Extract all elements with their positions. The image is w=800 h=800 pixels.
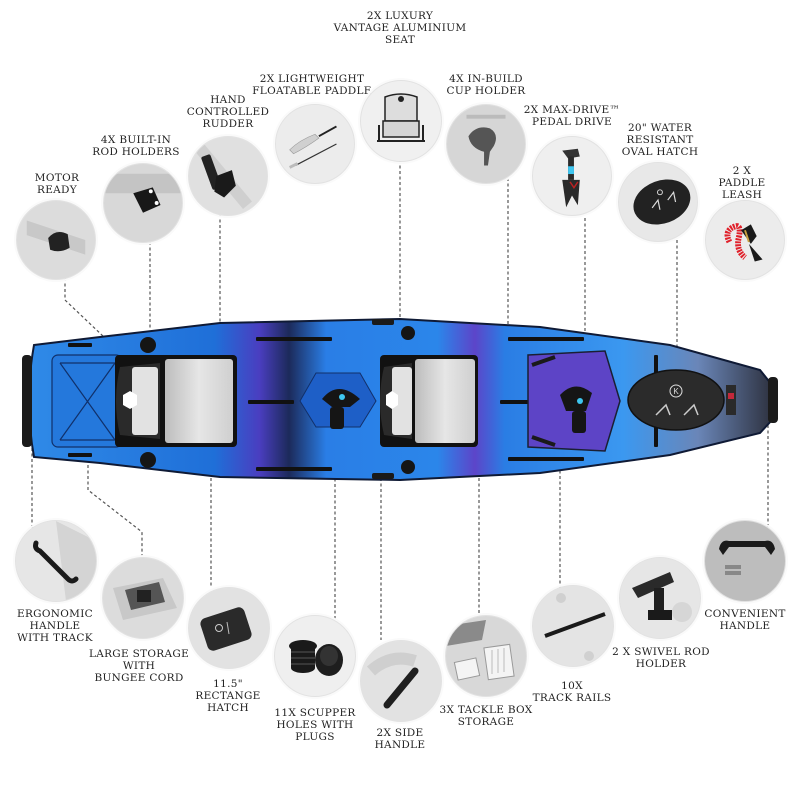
label-paddle-leash: 2 X PADDLE LEASH — [718, 165, 766, 201]
label-tackle-box: 3X TACKLE BOX STORAGE — [439, 704, 533, 728]
swivel-rod-holder-icon — [620, 558, 700, 638]
rectangle-hatch-icon — [189, 588, 269, 668]
callout-rect-hatch — [188, 587, 270, 669]
label-swivel-rod: 2 X SWIVEL ROD HOLDER — [612, 646, 710, 670]
label-ergonomic-handle: ERGONOMIC HANDLE WITH TRACK — [17, 608, 93, 644]
pedal-drive-icon — [533, 137, 611, 215]
label-track-rails: 10X TRACK RAILS — [532, 680, 612, 704]
callout-swivel-rod — [619, 557, 701, 639]
callout-track-rails — [532, 585, 614, 667]
tackle-box-icon — [446, 616, 526, 696]
callout-tackle-box — [445, 615, 527, 697]
label-oval-hatch: 20" WATER RESISTANT OVAL HATCH — [621, 122, 699, 158]
label-pedal-drive: 2X MAX-DRIVE™ PEDAL DRIVE — [523, 104, 621, 128]
label-rudder: HAND CONTROLLED RUDDER — [186, 94, 270, 130]
ergonomic-handle-icon — [16, 521, 96, 601]
side-handle-icon — [361, 641, 441, 721]
callout-rudder — [188, 136, 268, 216]
callout-paddle-leash — [705, 200, 785, 280]
svg-text:K: K — [673, 387, 679, 396]
oval-hatch-icon — [619, 163, 697, 241]
motor-mount-icon — [17, 201, 95, 279]
scupper-plug-icon — [275, 616, 355, 696]
callout-seat — [360, 80, 442, 162]
label-convenient-handle: CONVENIENT HANDLE — [704, 608, 786, 632]
kayak-top-view: K — [22, 317, 778, 482]
callout-side-handle — [360, 640, 442, 722]
cup-holder-icon — [447, 105, 525, 183]
callout-convenient-handle — [704, 520, 786, 602]
label-rod-holders: 4X BUILT-IN ROD HOLDERS — [92, 134, 180, 158]
rudder-handle-icon — [189, 137, 267, 215]
carry-handle-icon — [705, 521, 785, 601]
callout-cup-holder — [446, 104, 526, 184]
label-seat: 2X LUXURY VANTAGE ALUMINIUM SEAT — [333, 10, 467, 46]
label-large-storage: LARGE STORAGE WITH BUNGEE CORD — [88, 648, 190, 684]
label-motor-ready: MOTOR READY — [34, 172, 80, 196]
label-cup-holder: 4X IN-BUILD CUP HOLDER — [446, 73, 526, 97]
seat-icon — [361, 81, 441, 161]
track-rail-icon — [533, 586, 613, 666]
label-rect-hatch: 11.5" RECTANGE HATCH — [195, 678, 261, 714]
bungee-storage-icon — [103, 558, 183, 638]
rod-holder-icon — [104, 164, 182, 242]
callout-paddle — [275, 104, 355, 184]
label-paddle: 2X LIGHTWEIGHT FLOATABLE PADDLE — [252, 73, 372, 97]
callout-rod-holders — [103, 163, 183, 243]
callout-scupper-plugs — [274, 615, 356, 697]
callout-large-storage — [102, 557, 184, 639]
callout-oval-hatch — [618, 162, 698, 242]
paddle-leash-icon — [706, 201, 784, 279]
callout-ergonomic-handle — [15, 520, 97, 602]
label-scupper-plugs: 11X SCUPPER HOLES WITH PLUGS — [274, 707, 356, 743]
paddle-icon — [276, 105, 354, 183]
callout-pedal-drive — [532, 136, 612, 216]
label-side-handle: 2X SIDE HANDLE — [374, 727, 426, 751]
callout-motor-ready — [16, 200, 96, 280]
